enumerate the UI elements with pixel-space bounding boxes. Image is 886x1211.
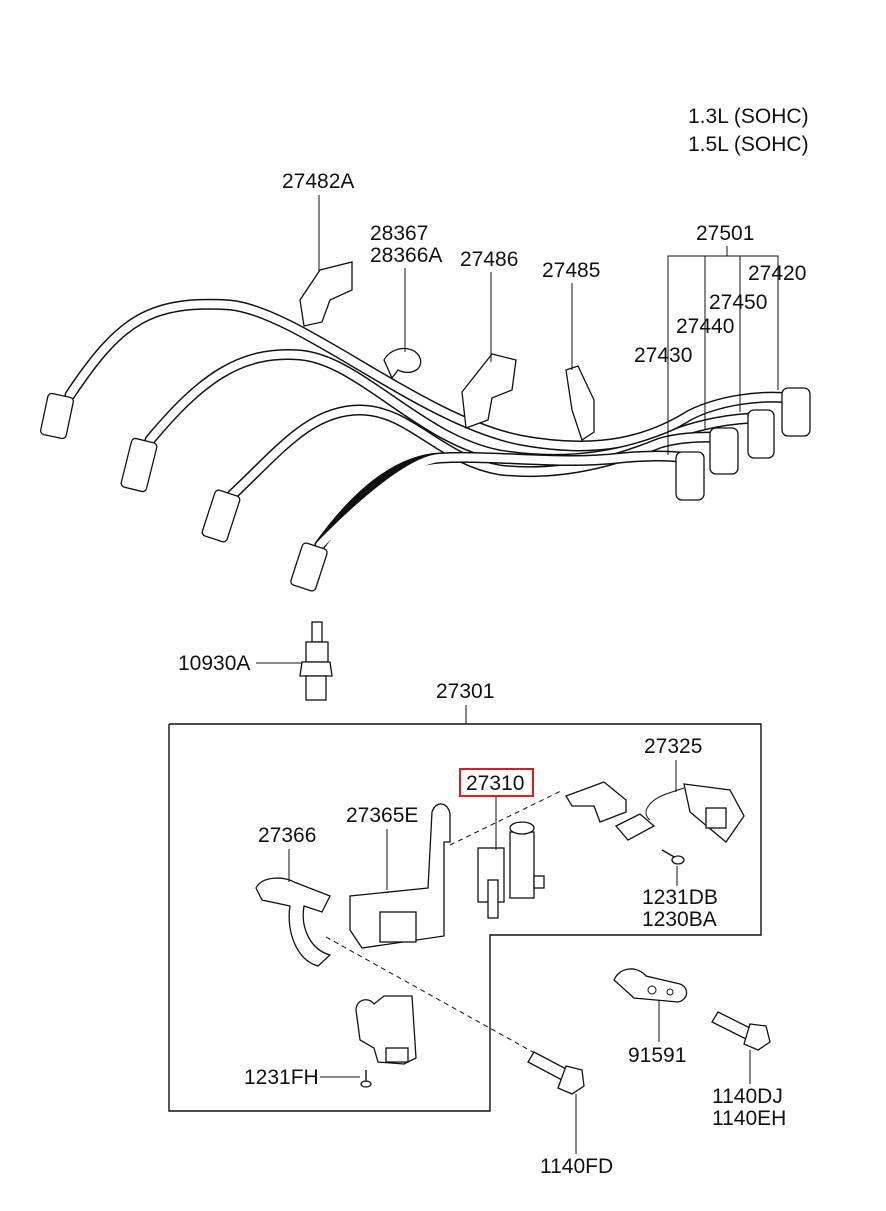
lower-bracket <box>355 995 417 1065</box>
coil-bracket <box>349 803 451 949</box>
label-28366A: 28366A <box>370 244 442 267</box>
mount-bracket <box>255 877 332 967</box>
label-1231DB: 1231DB <box>642 886 718 909</box>
label-1230BA: 1230BA <box>642 908 717 931</box>
ignition-cable-set <box>40 298 811 592</box>
engine-spec-line-1: 1.3L (SOHC) <box>688 105 809 128</box>
label-27301: 27301 <box>436 680 494 703</box>
bolt-1140FD <box>527 1051 585 1095</box>
label-27420: 27420 <box>748 262 806 285</box>
ignition-coil <box>477 821 545 919</box>
label-27501: 27501 <box>696 222 754 245</box>
label-27430: 27430 <box>634 344 692 367</box>
highlight-27310 <box>459 768 534 797</box>
bolt-1140DJ <box>711 1011 771 1051</box>
screw-1231FH <box>360 1070 372 1088</box>
label-27310: 27310 <box>466 772 524 795</box>
sensor-27325 <box>645 783 745 843</box>
clip-27482A <box>299 261 353 327</box>
bracket-91591 <box>613 968 688 1003</box>
label-27365E: 27365E <box>346 804 418 827</box>
screw-1231DB <box>661 849 685 865</box>
label-27325: 27325 <box>644 735 702 758</box>
label-27486: 27486 <box>460 248 518 271</box>
label-1140EH: 1140EH <box>712 1107 786 1130</box>
label-27450: 27450 <box>709 291 767 314</box>
clip-27485 <box>565 365 595 442</box>
label-27440: 27440 <box>676 315 734 338</box>
label-1231FH: 1231FH <box>244 1066 319 1089</box>
label-27482A: 27482A <box>282 170 354 193</box>
clip-28366A <box>383 347 422 380</box>
label-10930A: 10930A <box>178 652 250 675</box>
assembly-group-outline <box>168 723 762 1112</box>
sensor-bracket <box>565 781 656 841</box>
spark-plug <box>299 621 333 701</box>
label-27485: 27485 <box>542 259 600 282</box>
label-27366: 27366 <box>258 824 316 847</box>
label-1140FD: 1140FD <box>540 1155 613 1178</box>
label-28367: 28367 <box>370 222 428 245</box>
label-1140DJ: 1140DJ <box>712 1085 783 1108</box>
clip-27486 <box>461 353 517 429</box>
engine-spec-line-2: 1.5L (SOHC) <box>688 133 809 156</box>
label-91591: 91591 <box>628 1044 686 1067</box>
